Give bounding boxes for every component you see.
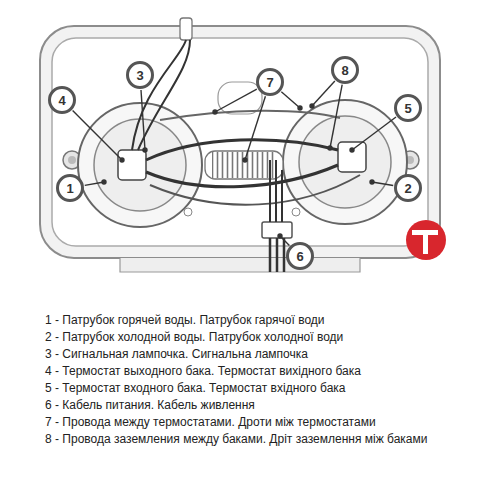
callout-number: 3 [136, 69, 143, 82]
part-description: 3 - Сигнальная лампочка. Сигнальна лампо… [45, 346, 477, 363]
part-description: 1 - Патрубок горячей воды. Патрубок гаря… [45, 312, 477, 329]
callout-number: 8 [341, 64, 348, 77]
leader-line [281, 92, 300, 108]
leader-line [372, 182, 393, 186]
leader-dot [213, 110, 217, 114]
leader-line [141, 90, 145, 150]
leader-dot [350, 148, 354, 152]
leader-line [245, 96, 265, 160]
leader-dot [310, 104, 314, 108]
part-description: 4 - Термостат выходного бака. Термостат … [45, 363, 477, 380]
leader-line [85, 182, 104, 185]
leader-dot [102, 180, 106, 184]
callout-circle: 2 [394, 174, 422, 202]
leader-dot [298, 106, 302, 110]
brand-logo [406, 220, 446, 260]
callout-circle: 4 [48, 86, 76, 114]
callout-number: 2 [404, 182, 411, 195]
callout-circle: 8 [331, 56, 359, 84]
leader-line [73, 111, 122, 160]
callout-circle: 6 [286, 242, 314, 270]
part-description: 2 - Патрубок холодной воды. Патрубок хол… [45, 329, 477, 346]
part-description: 7 - Провода между термостатами. Дроти мі… [45, 414, 477, 431]
callout-number: 7 [266, 76, 273, 89]
part-description: 8 - Провода заземления между баками. Дрі… [45, 431, 477, 448]
leader-line [352, 117, 396, 150]
callout-circle: 1 [56, 174, 84, 202]
callout-number: 4 [58, 94, 65, 107]
part-description: 5 - Термостат входного бака. Термостат в… [45, 380, 477, 397]
callout-circle: 7 [256, 68, 284, 96]
callout-number: 5 [404, 102, 411, 115]
leader-dot [143, 148, 147, 152]
leader-dot [278, 234, 282, 238]
leader-dot [120, 158, 124, 162]
parts-list: 1 - Патрубок горячей воды. Патрубок гаря… [45, 312, 477, 448]
part-description: 6 - Кабель питания. Кабель живлення [45, 397, 477, 414]
leader-line [312, 81, 335, 106]
callout-number: 6 [296, 250, 303, 263]
callout-circle: 5 [394, 94, 422, 122]
callout-number: 1 [66, 182, 73, 195]
leader-dot [370, 180, 374, 184]
callout-circle: 3 [126, 61, 154, 89]
leader-line [330, 85, 342, 148]
leader-dot [243, 158, 247, 162]
leader-dot [328, 146, 332, 150]
leader-line [215, 89, 257, 112]
